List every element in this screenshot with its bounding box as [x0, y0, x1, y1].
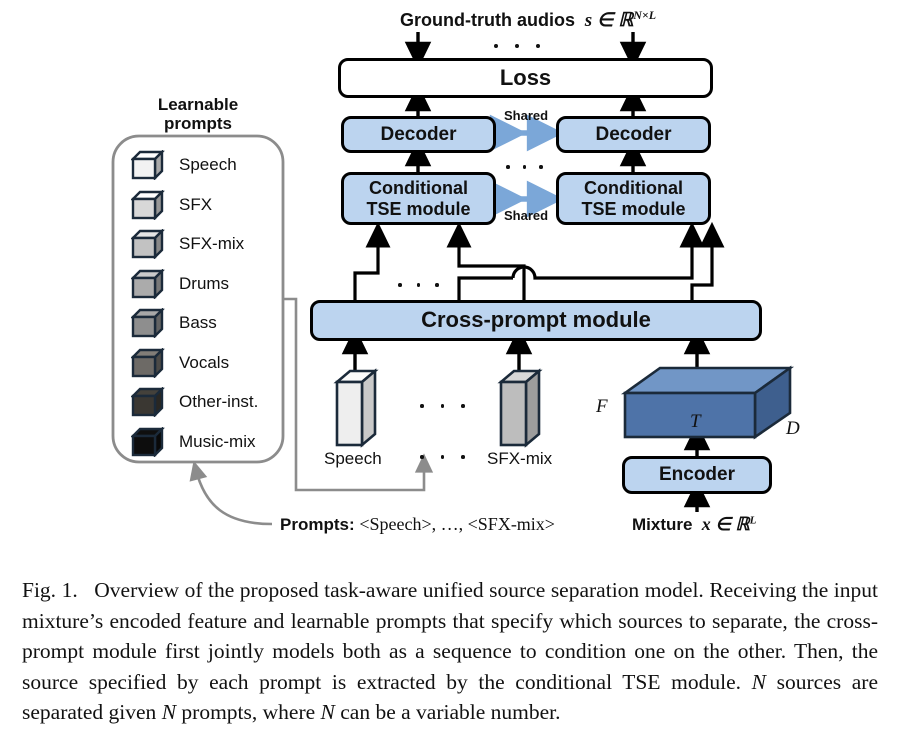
diagram-vector-layer [111, 32, 795, 526]
crossprompt-to-tse-wires [353, 221, 705, 300]
caption-math-n-1: N [751, 669, 766, 694]
crossprompt-to-tse-wires-right [690, 221, 725, 300]
tse-right-line1: Conditional [584, 178, 683, 199]
prompt-cube-icon [131, 150, 165, 180]
learnable-prompt-item-other-inst[interactable]: Other-inst. [131, 387, 258, 417]
tse-to-decoder-arrows [404, 139, 647, 172]
prompt-cube-icon [131, 189, 165, 220]
promptbar-ellipsis-upper [420, 404, 465, 408]
prompt-cube-icon [131, 347, 165, 378]
tensor-axis-label-d: D [786, 418, 800, 439]
prompt-cube-icon [131, 308, 165, 338]
caption-math-n-2: N [161, 700, 177, 725]
prompt-cube-icon [131, 229, 165, 259]
prompt-cube-icon [131, 426, 165, 457]
prompt-label: Speech [179, 155, 237, 174]
caption-label: Fig. 1. [22, 578, 78, 602]
prompts-caption: Prompts: <Speech>, …, <SFX-mix> [280, 514, 555, 535]
prompt-bar-speech [333, 368, 379, 448]
prompt-label: SFX-mix [179, 234, 245, 253]
tse-left-line1: Conditional [369, 178, 468, 199]
learnable-prompt-item-bass[interactable]: Bass [131, 308, 217, 338]
shared-label-top: Shared [504, 108, 549, 123]
tensor-axis-label-f: F [596, 396, 608, 417]
loss-box[interactable]: Loss [338, 58, 713, 98]
decoder-to-loss-arrows [404, 84, 647, 116]
prompts-callout-arrow [189, 460, 273, 526]
mixture-label: Mixture x ∈ ℝL [632, 514, 757, 534]
prompt-label: Other-inst. [179, 392, 259, 411]
prompts-caption-bold: Prompts: [280, 515, 355, 534]
groundtruth-arrows [404, 32, 647, 69]
prompts-connector-line [283, 297, 434, 492]
groundtruth-ellipsis [494, 44, 540, 48]
promptbar-arrows [341, 327, 533, 370]
cross-prompt-module-box[interactable]: Cross-prompt module [310, 300, 762, 341]
wire-ellipsis [398, 283, 439, 287]
prompt-cube-icon [131, 268, 165, 299]
groundtruth-label: Ground-truth audios s ∈ ℝN×L [400, 8, 657, 31]
conditional-tse-box-left[interactable]: Conditional TSE module [341, 172, 496, 225]
prompt-bar-sfx-mix [497, 368, 543, 448]
column-ellipsis [506, 165, 543, 169]
decoder-box-right[interactable]: Decoder [556, 116, 711, 153]
conditional-tse-box-right[interactable]: Conditional TSE module [556, 172, 711, 225]
prompt-bar-label-speech: Speech [324, 449, 382, 468]
decoder-box-left[interactable]: Decoder [341, 116, 496, 153]
prompt-bar-label-sfxmix: SFX-mix [487, 449, 553, 468]
caption-text-3: prompts, where [176, 700, 321, 725]
encoder-box[interactable]: Encoder [622, 456, 772, 494]
figure-diagram: Ground-truth audios s ∈ ℝN×L Loss Decode… [111, 8, 800, 535]
learnable-prompts-title-line2: prompts [164, 114, 232, 133]
learnable-prompt-item-vocals[interactable]: Vocals [131, 347, 230, 378]
caption-text-4: can be a variable number. [334, 700, 561, 725]
shared-label-bottom: Shared [504, 208, 549, 223]
tse-right-line2: TSE module [581, 198, 686, 219]
figure-caption: Fig. 1. Overview of the proposed task-aw… [22, 575, 878, 728]
prompt-cube-icon [131, 387, 165, 417]
promptbar-ellipsis-lower [420, 455, 465, 459]
prompt-label: Music-mix [179, 431, 256, 451]
prompt-label: Vocals [179, 352, 230, 372]
caption-text-1: Overview of the proposed task-aware unif… [22, 578, 879, 694]
learnable-prompt-item-sfx-mix[interactable]: SFX-mix [131, 229, 244, 259]
prompts-caption-rest: <Speech>, …, <SFX-mix> [359, 514, 555, 534]
learnable-prompt-item-music-mix[interactable]: Music-mix [131, 426, 256, 457]
encoded-feature-tensor [620, 365, 795, 440]
caption-math-n-3: N [320, 700, 335, 725]
learnable-prompt-item-speech[interactable]: Speech [131, 150, 237, 180]
prompt-label: Bass [179, 313, 217, 332]
learnable-prompt-item-drums[interactable]: Drums [131, 268, 230, 299]
prompt-label: SFX [179, 194, 213, 214]
caption-text-2: sources are separated given [22, 669, 878, 725]
learnable-prompt-item-sfx[interactable]: SFX [131, 189, 213, 220]
tse-left-line2: TSE module [366, 198, 471, 219]
learnable-prompts-title-line1: Learnable [157, 95, 239, 114]
tensor-axis-label-t: T [690, 411, 701, 432]
prompt-label: Drums [179, 273, 230, 293]
